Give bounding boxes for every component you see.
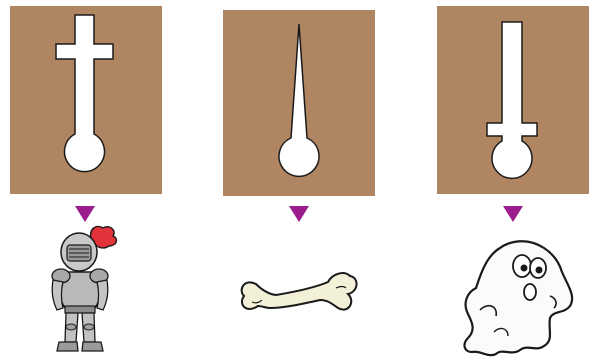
down-triangle-marker bbox=[75, 206, 95, 222]
knight-icon bbox=[45, 224, 125, 360]
down-triangle-marker bbox=[503, 206, 523, 222]
cross-silhouette-icon bbox=[10, 6, 162, 194]
bone-icon bbox=[236, 262, 360, 332]
ghost-figure bbox=[454, 236, 578, 360]
silhouette-tile-1 bbox=[10, 6, 162, 194]
silhouette-tile-3 bbox=[437, 6, 589, 194]
silhouette-tile-2 bbox=[223, 10, 375, 196]
stem-crossbar-silhouette-icon bbox=[437, 6, 589, 194]
spike-silhouette-icon bbox=[223, 10, 375, 196]
down-triangle-marker bbox=[289, 206, 309, 222]
bone-figure bbox=[236, 262, 360, 332]
ghost-icon bbox=[454, 236, 578, 360]
knight-figure bbox=[45, 224, 125, 360]
